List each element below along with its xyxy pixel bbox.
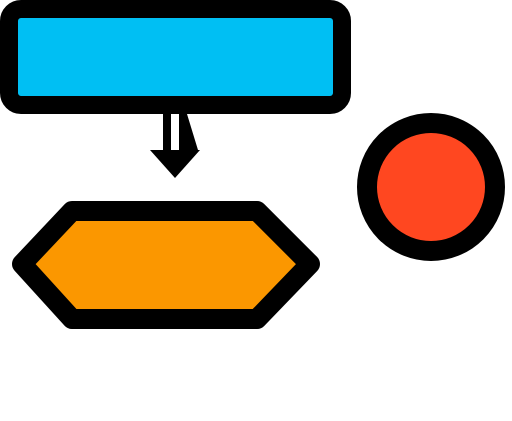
- terminal-circle-node: [357, 113, 505, 261]
- connector-inner-left: [163, 114, 171, 150]
- preparation-hexagon-node: [12, 201, 320, 329]
- connector-arrowhead: [150, 150, 200, 178]
- connector-gap: [171, 114, 179, 154]
- process-rectangle-node: [0, 0, 351, 114]
- connector-process-to-preparation: [150, 114, 200, 178]
- connector-inner-right: [179, 114, 187, 150]
